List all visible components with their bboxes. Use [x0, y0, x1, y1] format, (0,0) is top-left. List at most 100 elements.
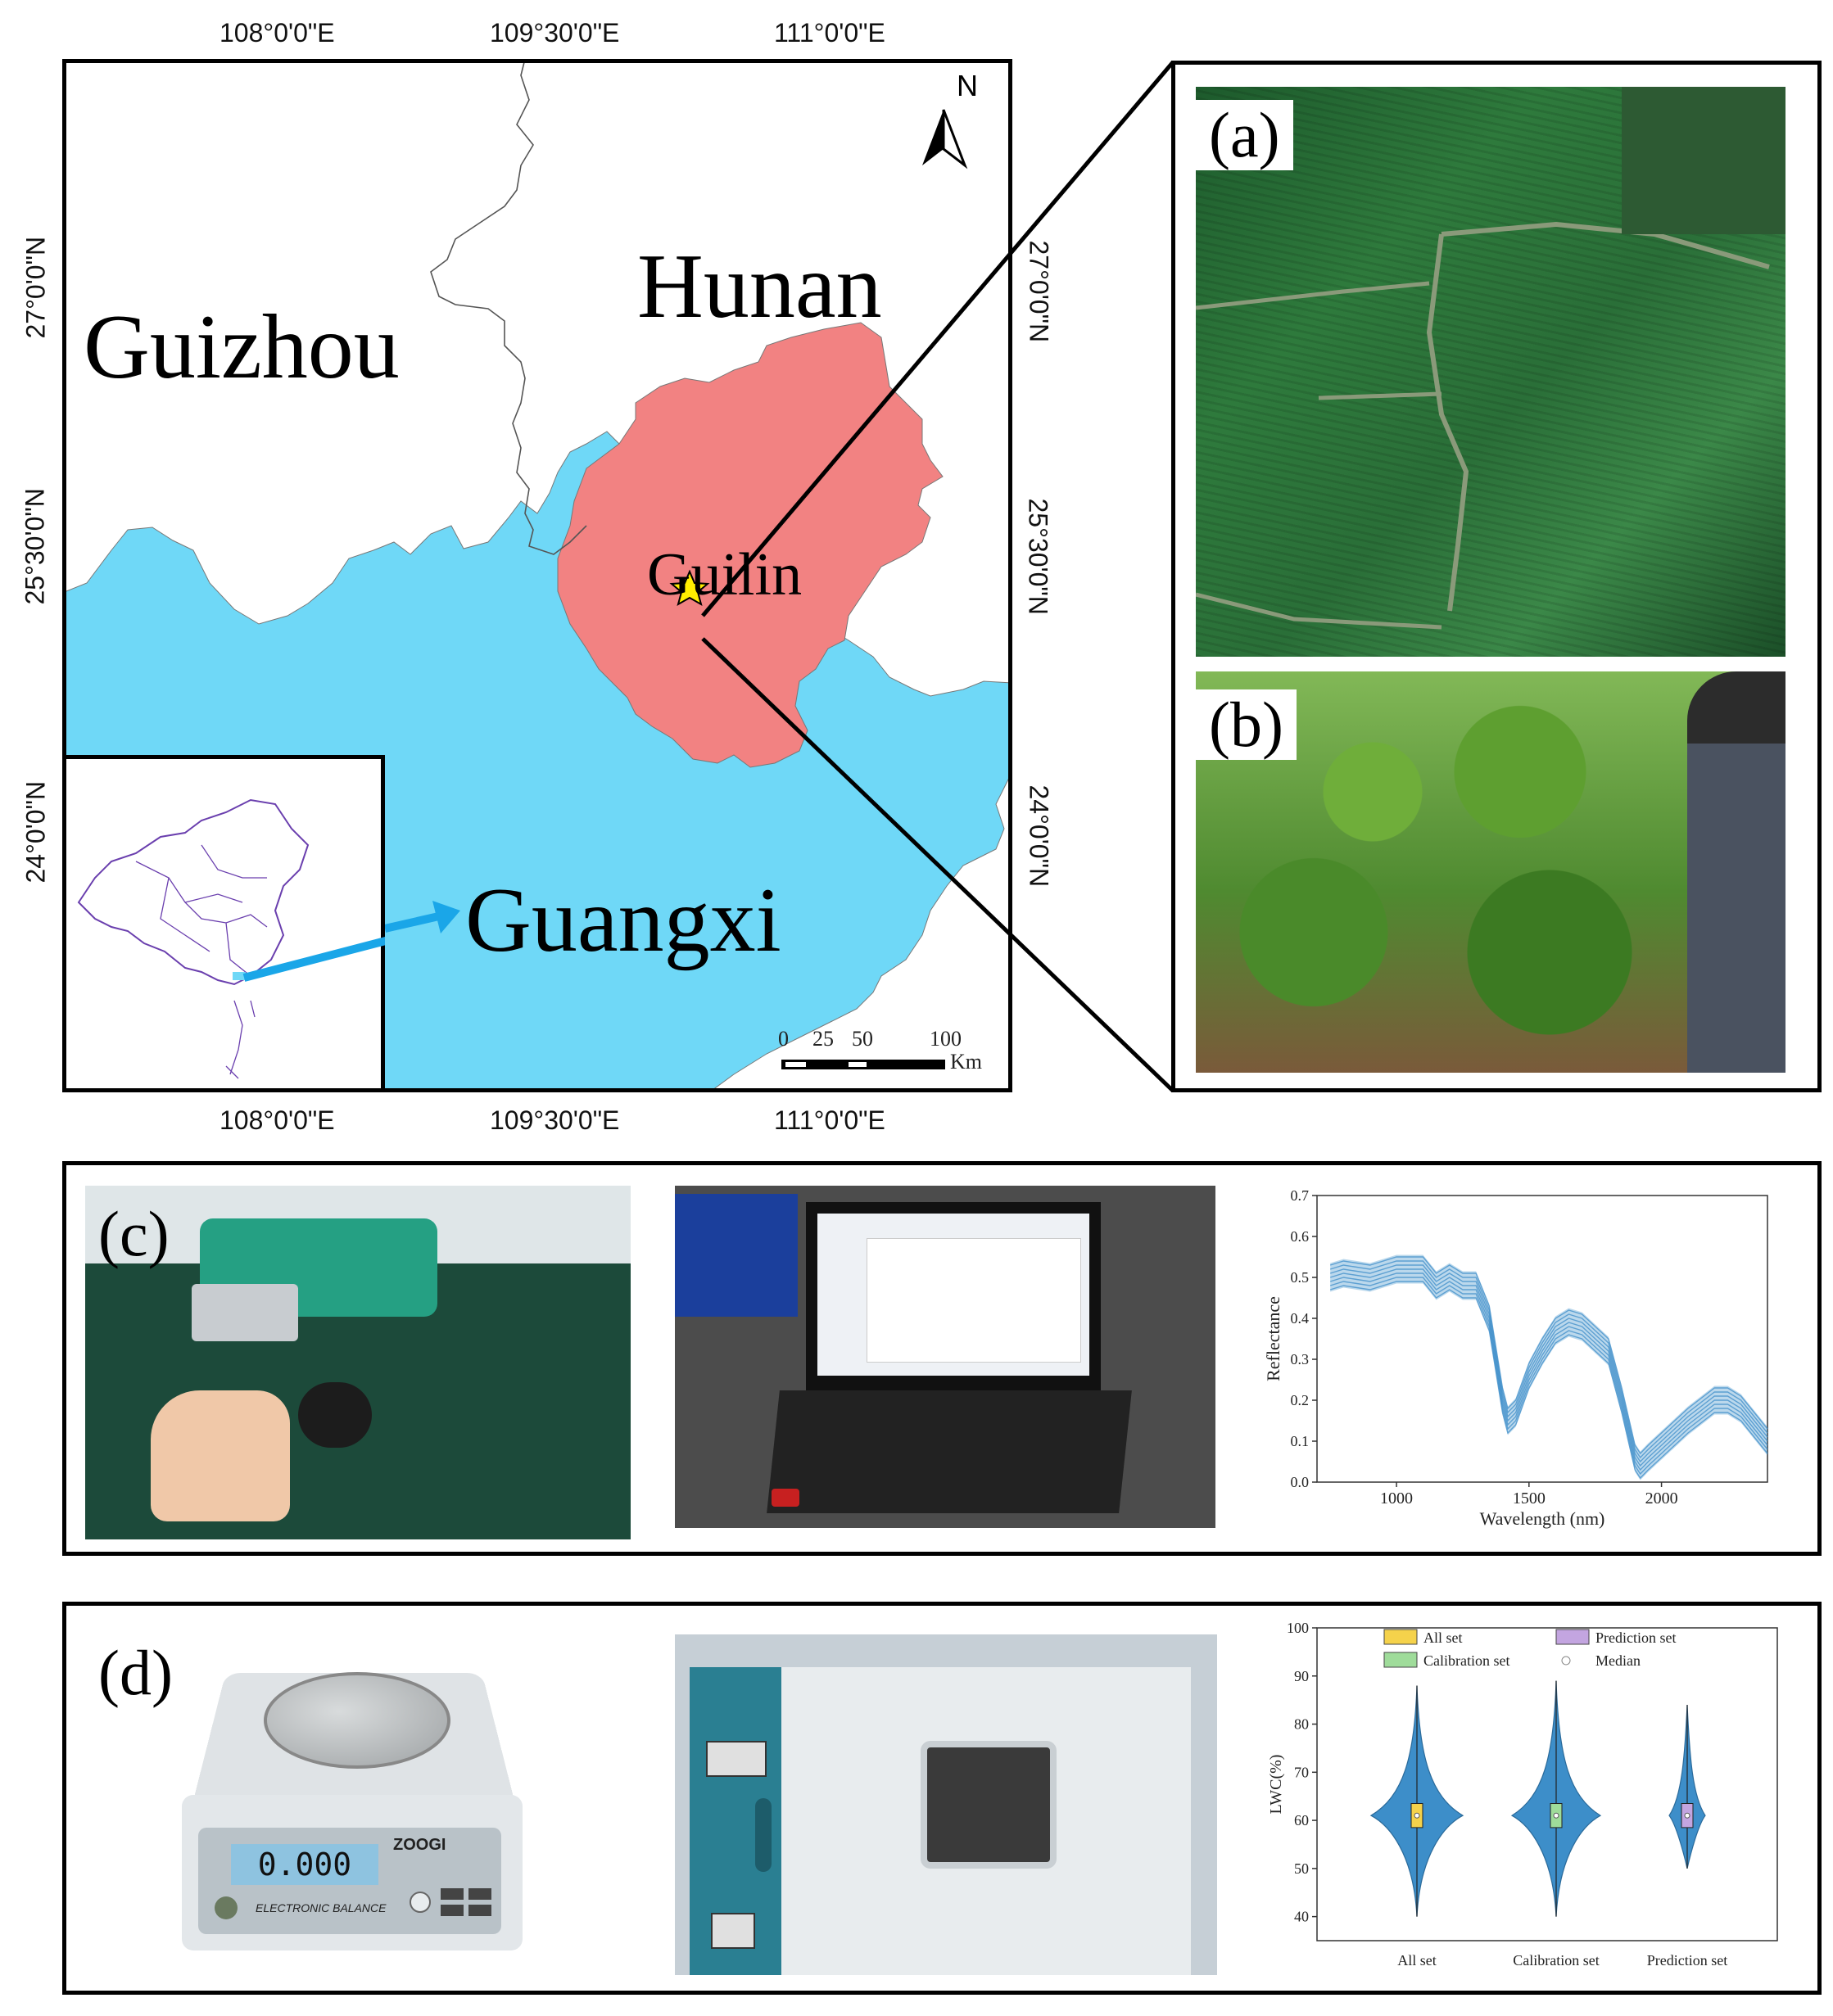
- scale-tick-0: 0: [778, 1027, 789, 1051]
- laptop-keyboard: [767, 1390, 1132, 1513]
- region-label-guangxi: Guangxi: [465, 870, 781, 971]
- reflectance-xtick-label: 2000: [1645, 1489, 1678, 1507]
- balance-key-3: [441, 1905, 464, 1916]
- aerial-dark-forest: [1622, 87, 1785, 234]
- guilin-region: [557, 322, 944, 768]
- monitor-left: [675, 1194, 798, 1317]
- guilin-star-icon: [669, 569, 710, 607]
- photo-frame-ab: [1171, 61, 1822, 1092]
- oven-handle: [755, 1798, 772, 1872]
- reflectance-xtick-label: 1000: [1380, 1489, 1413, 1507]
- scale-bar: [781, 1060, 945, 1069]
- lon-label-bottom-3: 111°0'0"E: [774, 1105, 885, 1135]
- legend-label: Prediction set: [1595, 1630, 1676, 1646]
- reflectance-spectrum-line: [1329, 1256, 1768, 1455]
- panel-label-b: (b): [1196, 689, 1297, 760]
- reflectance-ytick-label: 0.4: [1291, 1310, 1310, 1327]
- balance-display: 0.000: [231, 1844, 378, 1885]
- reflectance-ytick-label: 0.1: [1291, 1433, 1310, 1449]
- balance-brand: ZOOGI: [393, 1836, 446, 1854]
- spectrometer-panel: [192, 1284, 298, 1341]
- oven-switch: [711, 1913, 755, 1949]
- reflectance-ytick-label: 0.7: [1291, 1187, 1310, 1204]
- balance-key-4: [468, 1905, 491, 1916]
- balance-key-2: [468, 1888, 491, 1900]
- lon-label-top-1: 108°0'0"E: [220, 18, 335, 47]
- legend-swatch: [1383, 1652, 1418, 1668]
- reflectance-ytick-label: 0.2: [1291, 1392, 1310, 1408]
- legend-swatch: [1383, 1629, 1418, 1645]
- violin-median: [1684, 1812, 1690, 1819]
- oven-body: [781, 1667, 1191, 1975]
- reflectance-ytick-label: 0.3: [1291, 1351, 1310, 1367]
- reflectance-spectrum-line: [1329, 1260, 1768, 1459]
- spectrum-software-window: [867, 1238, 1081, 1363]
- reflectance-spectrum-line: [1329, 1272, 1768, 1471]
- reflectance-spectrum-line: [1329, 1281, 1768, 1480]
- violin-category-label: Prediction set: [1647, 1952, 1727, 1969]
- reflectance-ylabel: Reflectance: [1263, 1296, 1283, 1381]
- laptop-screen: [817, 1214, 1089, 1376]
- person-figure: [1687, 671, 1785, 1073]
- reflectance-spectrum-line: [1329, 1264, 1768, 1463]
- panel-label-d: (d): [98, 1637, 173, 1708]
- balance-on-button: [410, 1892, 431, 1913]
- balance-label: ELECTRONIC BALANCE: [256, 1901, 387, 1914]
- reflectance-xlabel: Wavelength (nm): [1480, 1508, 1605, 1529]
- oven-door-panel: [690, 1667, 781, 1975]
- china-inset-map: [62, 755, 385, 1092]
- balance-key-1: [441, 1888, 464, 1900]
- north-arrow-icon: [922, 109, 968, 170]
- lon-label-bottom-2: 109°30'0"E: [490, 1105, 620, 1135]
- violin-median: [1414, 1812, 1420, 1819]
- panel-d-frame: [62, 1602, 1822, 1995]
- leaf-clip-probe: [298, 1382, 372, 1448]
- laptop-red-button: [772, 1489, 799, 1507]
- legend-label: Calibration set: [1423, 1652, 1509, 1669]
- panel-label-c: (c): [98, 1198, 170, 1269]
- lon-label-bottom-1: 108°0'0"E: [220, 1105, 335, 1135]
- legend-label: All set: [1423, 1630, 1463, 1646]
- reflectance-ytick-label: 0.0: [1291, 1474, 1310, 1490]
- spectrometer-photo: [85, 1186, 631, 1539]
- electronic-balance-photo: 0.000 ZOOGI ELECTRONIC BALANCE: [182, 1654, 523, 1950]
- north-label: N: [957, 69, 978, 102]
- leader-lines: [701, 61, 1174, 1092]
- lon-label-top-2: 109°30'0"E: [490, 18, 620, 47]
- panel-c-frame: [62, 1161, 1822, 1556]
- lon-label-top-3: 111°0'0"E: [774, 18, 885, 47]
- scale-tick-25: 25: [812, 1027, 834, 1051]
- violin-ytick-label: 100: [1287, 1620, 1309, 1636]
- province-border: [430, 59, 587, 555]
- region-label-guizhou: Guizhou: [84, 296, 400, 398]
- reflectance-ytick-label: 0.6: [1291, 1228, 1310, 1245]
- balance-panel: 0.000 ZOOGI ELECTRONIC BALANCE: [198, 1828, 501, 1934]
- aerial-orchard-photo: [1196, 87, 1785, 657]
- laptop-photo: [675, 1186, 1215, 1528]
- scale-tick-100: 100: [930, 1027, 962, 1051]
- region-label-hunan: Hunan: [637, 236, 882, 337]
- legend-swatch: [1555, 1629, 1590, 1645]
- oven-window: [921, 1741, 1057, 1869]
- balance-body: 0.000 ZOOGI ELECTRONIC BALANCE: [182, 1795, 523, 1950]
- reflectance-chart: 0.0 0.1 0.2 0.3 0.4 0.5 0.6 0.7 1000 1500 2000Wave…: [1263, 1187, 1768, 1529]
- reflectance-xtick-label: 1500: [1513, 1489, 1546, 1507]
- hand: [151, 1390, 290, 1521]
- violin-ytick-label: 80: [1294, 1716, 1309, 1733]
- inset-arrow-head-icon: [385, 901, 460, 933]
- legend-marker-median: [1561, 1656, 1571, 1666]
- scale-unit: Km: [950, 1050, 982, 1074]
- region-label-guilin: Guilin: [647, 541, 803, 608]
- violin-ytick-label: 70: [1294, 1764, 1309, 1780]
- reflectance-spectrum-line: [1329, 1277, 1768, 1476]
- balance-pan: [264, 1672, 450, 1769]
- reflectance-ytick-label: 0.5: [1291, 1269, 1310, 1286]
- oven-controller: [706, 1741, 767, 1777]
- laptop-screen-bezel: [806, 1202, 1101, 1390]
- violin-ytick-label: 50: [1294, 1860, 1309, 1877]
- reflectance-spectrum-line: [1329, 1268, 1768, 1467]
- violin-category-label: Calibration set: [1513, 1952, 1599, 1969]
- orchard-roads: [1196, 221, 1770, 630]
- legend-label: Median: [1595, 1652, 1641, 1669]
- drying-oven-photo: [675, 1634, 1217, 1975]
